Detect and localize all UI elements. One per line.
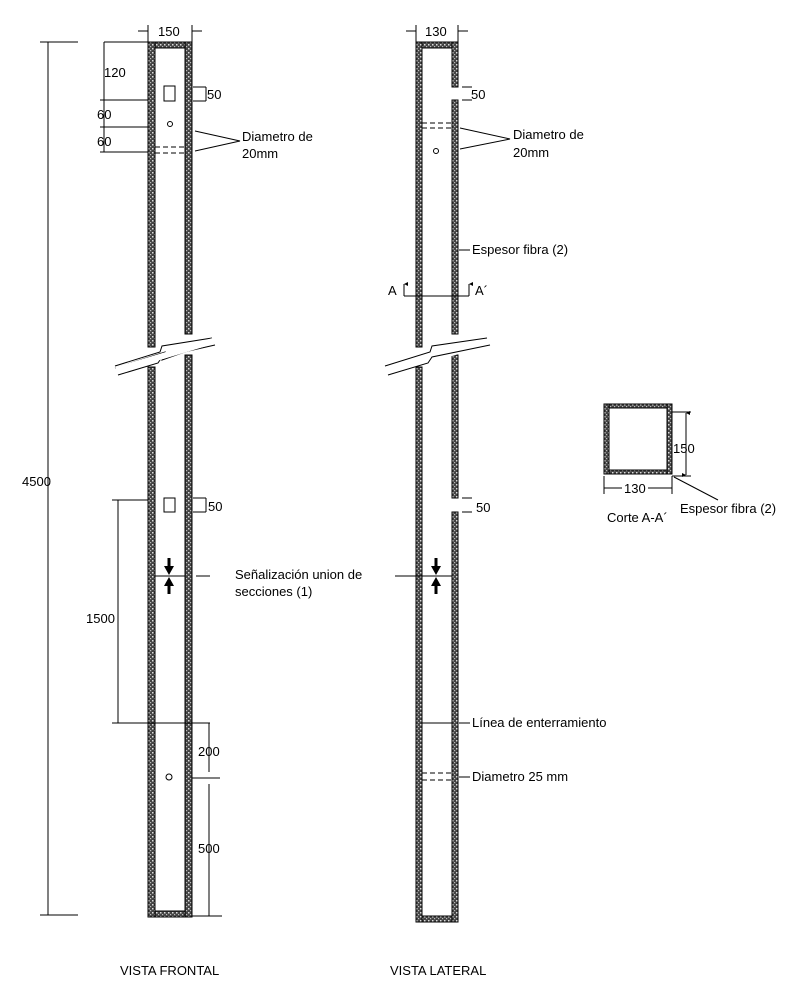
section-a-a: 150 130 Espesor fibra (2) Corte A-A´ [603, 403, 776, 525]
frontal-hole-label-2: 20mm [242, 146, 278, 161]
hole-20mm [167, 121, 173, 127]
slot-top-dim: 50 [207, 87, 221, 102]
notch-bottom-dim: 50 [476, 500, 490, 515]
dim-60-a: 60 [97, 107, 111, 122]
section-cut-line [403, 282, 473, 297]
lateral-hole-label-2: 20mm [513, 145, 549, 160]
hole-20mm [433, 148, 439, 154]
slot-hole-bottom [163, 497, 176, 513]
total-length-dim: 4500 [22, 474, 51, 489]
notch-top-dim: 50 [471, 87, 485, 102]
frontal-view: 150 120 60 60 50 Diametro de 20mm 4500 5… [22, 24, 362, 978]
section-thickness-label: Espesor fibra (2) [680, 501, 776, 516]
section-left-label: A [388, 283, 397, 298]
break-line [114, 337, 216, 376]
lateral-view-title: VISTA LATERAL [390, 963, 486, 978]
dim-1500: 1500 [86, 611, 115, 626]
joint-arrows-icon [155, 558, 210, 594]
slot-hole-top [163, 85, 176, 102]
lateral-view: 130 50 Diametro de 20mm Espesor fibra (2… [383, 24, 606, 978]
lateral-hole-label-1: Diametro de [513, 127, 584, 142]
hole-25mm-label: Diametro 25 mm [472, 769, 568, 784]
section-height-dim: 150 [673, 441, 695, 456]
slot-bottom-dim: 50 [208, 499, 222, 514]
joint-label-2: secciones (1) [235, 584, 312, 599]
lateral-width-dim: 130 [425, 24, 447, 39]
section-right-label: A´ [475, 283, 488, 298]
lateral-post [415, 41, 459, 923]
frontal-post [147, 41, 193, 918]
break-line [383, 335, 492, 376]
burial-line-label: Línea de enterramiento [472, 715, 606, 730]
dim-120: 120 [104, 65, 126, 80]
frontal-width-dim: 150 [158, 24, 180, 39]
hole-25mm [165, 773, 173, 781]
section-width-dim: 130 [624, 481, 646, 496]
joint-label-1: Señalización union de [235, 567, 362, 582]
frontal-hole-label-1: Diametro de [242, 129, 313, 144]
frontal-view-title: VISTA FRONTAL [120, 963, 219, 978]
dim-200: 200 [198, 744, 220, 759]
dim-500: 500 [198, 841, 220, 856]
dim-60-b: 60 [97, 134, 111, 149]
lateral-thickness-label: Espesor fibra (2) [472, 242, 568, 257]
section-title: Corte A-A´ [607, 510, 668, 525]
joint-arrows-icon [395, 558, 452, 594]
